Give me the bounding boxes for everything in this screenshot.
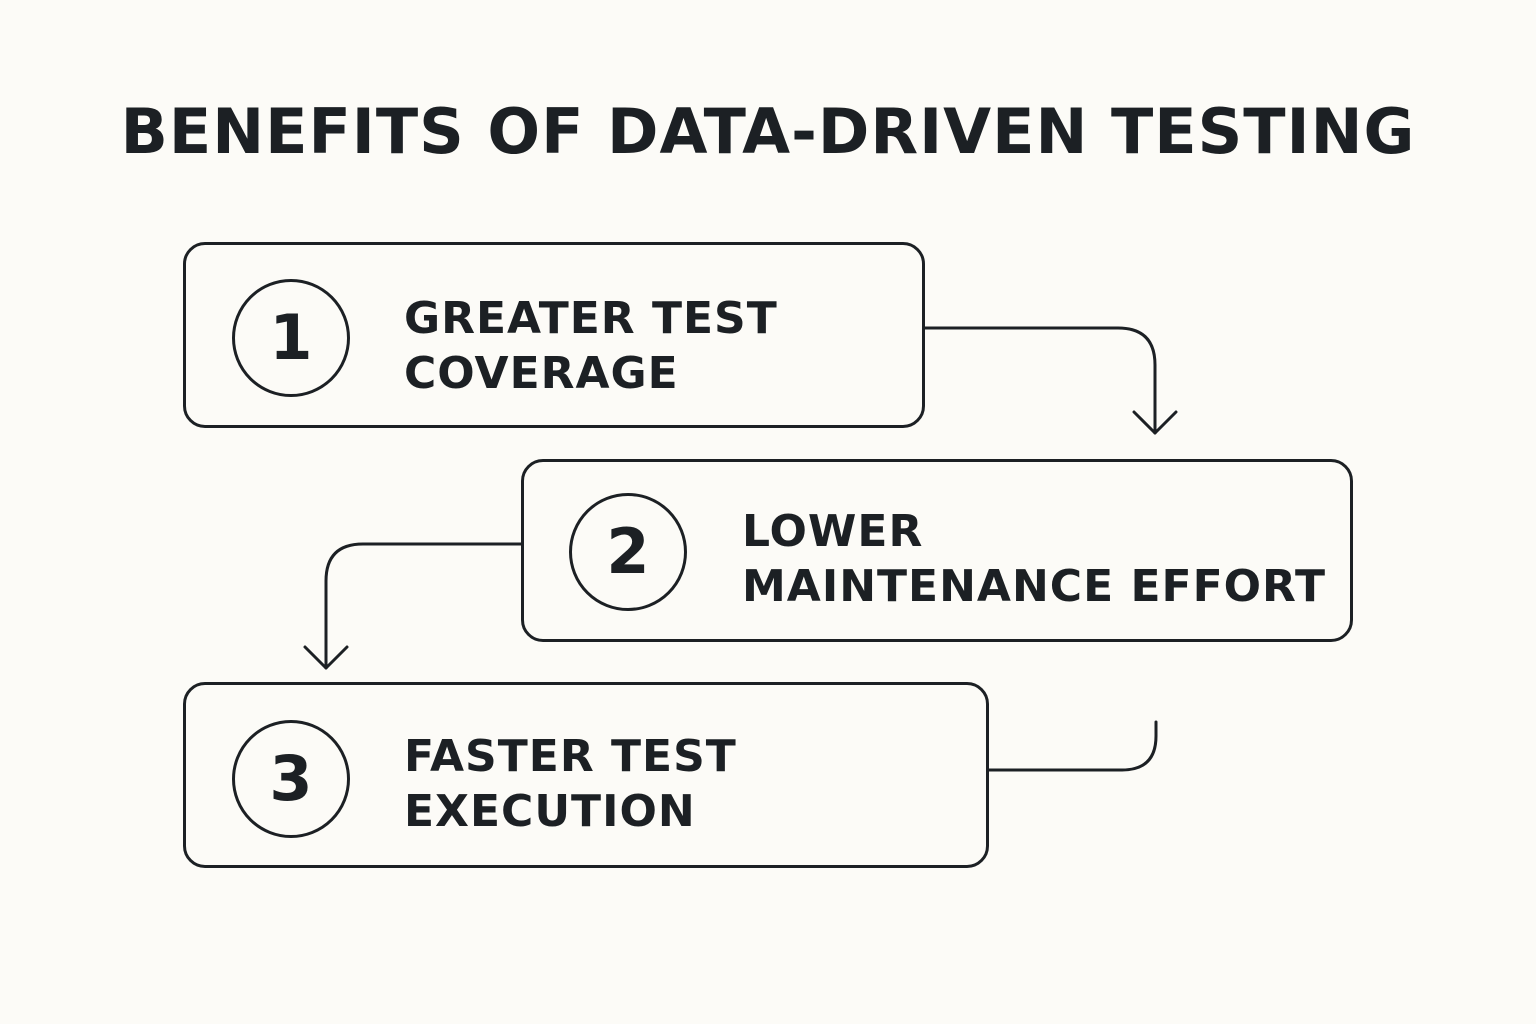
step-number-badge: 3 — [232, 720, 350, 838]
step-card-3: 3 FASTER TEST EXECUTION — [183, 682, 989, 868]
step-label: GREATER TEST COVERAGE — [404, 291, 778, 401]
connector-tail-3 — [987, 720, 1158, 772]
step-number-badge: 1 — [232, 279, 350, 397]
arrowhead-down-icon — [303, 645, 349, 670]
step-label: FASTER TEST EXECUTION — [404, 729, 737, 839]
connector-arrow-1-to-2 — [923, 326, 1157, 435]
connector-arrow-2-to-3 — [324, 542, 523, 670]
step-number-badge: 2 — [569, 493, 687, 611]
step-card-2: 2 LOWER MAINTENANCE EFFORT — [521, 459, 1353, 642]
diagram-title: BENEFITS OF DATA-DRIVEN TESTING — [120, 95, 1416, 168]
step-label-line: FASTER TEST — [404, 731, 737, 782]
step-label-line: MAINTENANCE EFFORT — [742, 561, 1326, 612]
arrowhead-down-icon — [1132, 410, 1178, 435]
step-label-line: COVERAGE — [404, 348, 679, 399]
step-label-line: EXECUTION — [404, 786, 696, 837]
step-card-1: 1 GREATER TEST COVERAGE — [183, 242, 925, 428]
step-label: LOWER MAINTENANCE EFFORT — [742, 504, 1326, 614]
step-label-line: GREATER TEST — [404, 293, 778, 344]
step-label-line: LOWER — [742, 506, 924, 557]
